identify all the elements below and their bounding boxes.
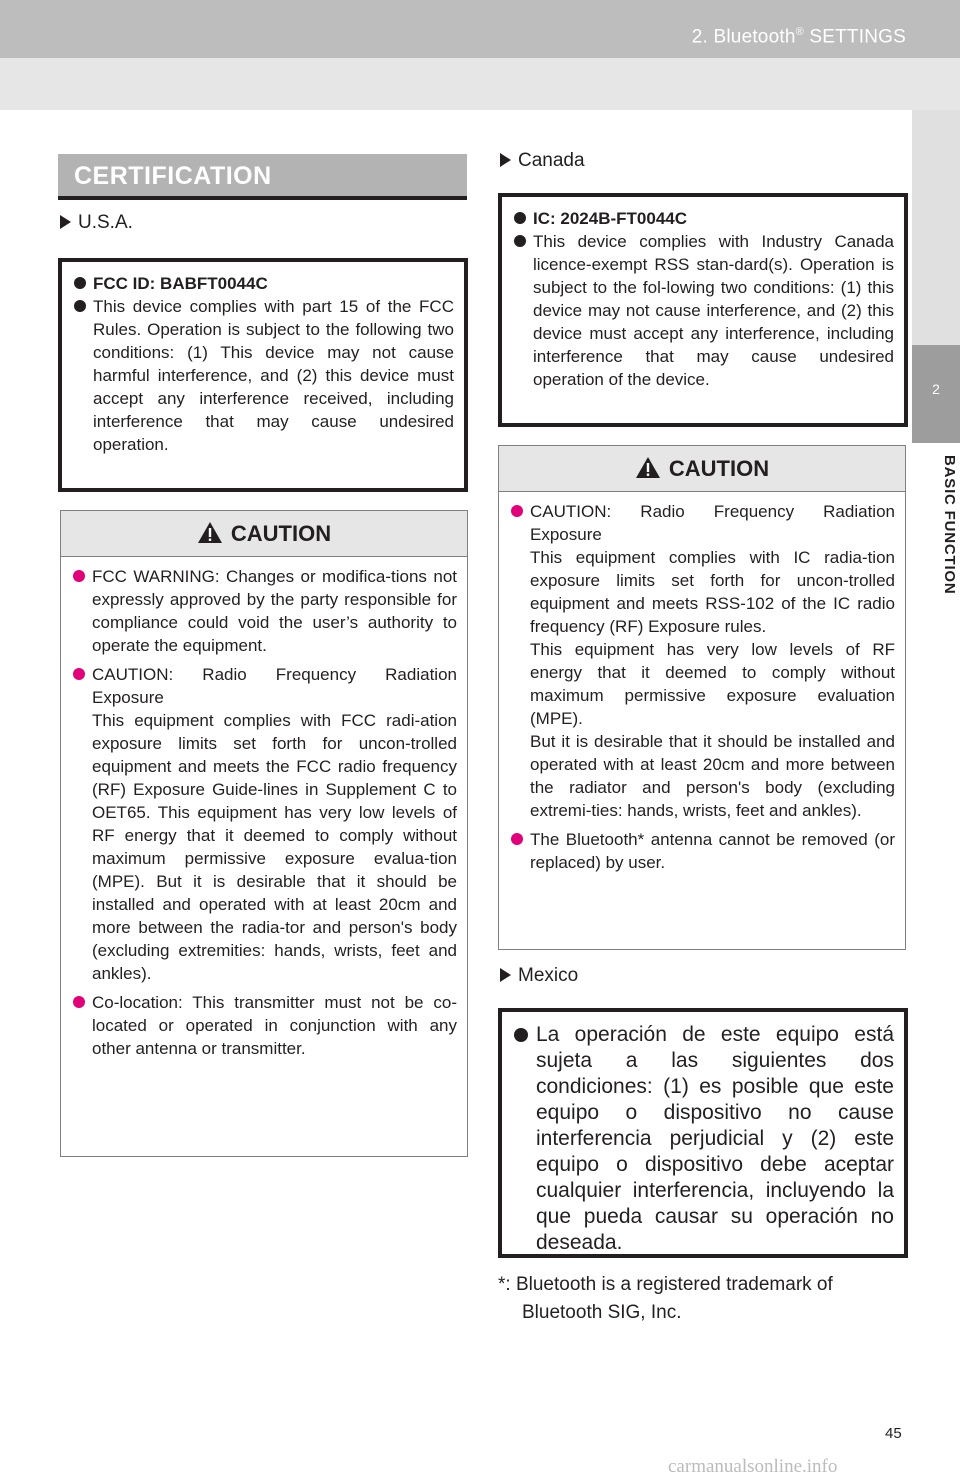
arrow-right-icon	[500, 153, 511, 167]
bullet-icon	[511, 833, 523, 845]
chapter-side-tab: 2 BASIC FUNCTION	[912, 110, 960, 1484]
chapter-number: 2	[912, 345, 960, 443]
side-tab-spacer	[912, 110, 960, 345]
list-item: This device complies with part 15 of the…	[74, 295, 454, 456]
list-item: CAUTION: Radio Frequency Radiation Expos…	[511, 500, 895, 822]
section-title: CERTIFICATION	[58, 154, 467, 200]
chapter-title: 2. Bluetooth® SETTINGS	[691, 26, 906, 48]
warning-triangle-icon	[197, 522, 222, 543]
mexico-info-box: La operación de este equipo está sujeta …	[498, 1008, 908, 1258]
list-item: This device complies with Industry Canad…	[514, 230, 894, 391]
trademark-footnote: *: Bluetooth is a registered trademark o…	[498, 1274, 833, 1323]
region-heading-mexico: Mexico	[500, 965, 578, 987]
bullet-icon	[73, 570, 85, 582]
bullet-icon	[73, 996, 85, 1008]
list-item: The Bluetooth* antenna cannot be removed…	[511, 828, 895, 874]
bullet-icon	[73, 668, 85, 680]
usa-caution-box: CAUTION FCC WARNING: Changes or modifica…	[60, 510, 468, 1157]
bullet-icon	[514, 212, 526, 224]
caution-header: CAUTION	[499, 446, 905, 492]
list-item: IC: 2024B-FT0044C	[514, 207, 894, 230]
list-item: FCC WARNING: Changes or modifica-tions n…	[73, 565, 457, 657]
fcc-info-box: FCC ID: BABFT0044C This device complies …	[58, 258, 468, 492]
page-header: 2. Bluetooth® SETTINGS	[0, 0, 960, 110]
region-heading-canada: Canada	[500, 150, 585, 172]
region-heading-usa: U.S.A.	[60, 212, 133, 234]
arrow-right-icon	[60, 215, 71, 229]
warning-triangle-icon	[635, 457, 660, 478]
caution-header: CAUTION	[61, 511, 467, 557]
bullet-icon	[514, 235, 526, 247]
bullet-icon	[74, 277, 86, 289]
chapter-label: BASIC FUNCTION	[941, 455, 958, 595]
header-bar	[0, 0, 960, 58]
list-item: La operación de este equipo está sujeta …	[514, 1022, 894, 1256]
list-item: FCC ID: BABFT0044C	[74, 272, 454, 295]
ic-info-box: IC: 2024B-FT0044C This device complies w…	[498, 193, 908, 427]
list-item: CAUTION: Radio Frequency Radiation Expos…	[73, 663, 457, 985]
arrow-right-icon	[500, 968, 511, 982]
page-number: 45	[885, 1425, 902, 1442]
list-item: Co-location: This transmitter must not b…	[73, 991, 457, 1060]
bullet-icon	[74, 300, 86, 312]
bullet-icon	[514, 1028, 528, 1042]
bullet-icon	[511, 505, 523, 517]
watermark: carmanualsonline.info	[668, 1456, 838, 1477]
canada-caution-box: CAUTION CAUTION: Radio Frequency Radiati…	[498, 445, 906, 950]
